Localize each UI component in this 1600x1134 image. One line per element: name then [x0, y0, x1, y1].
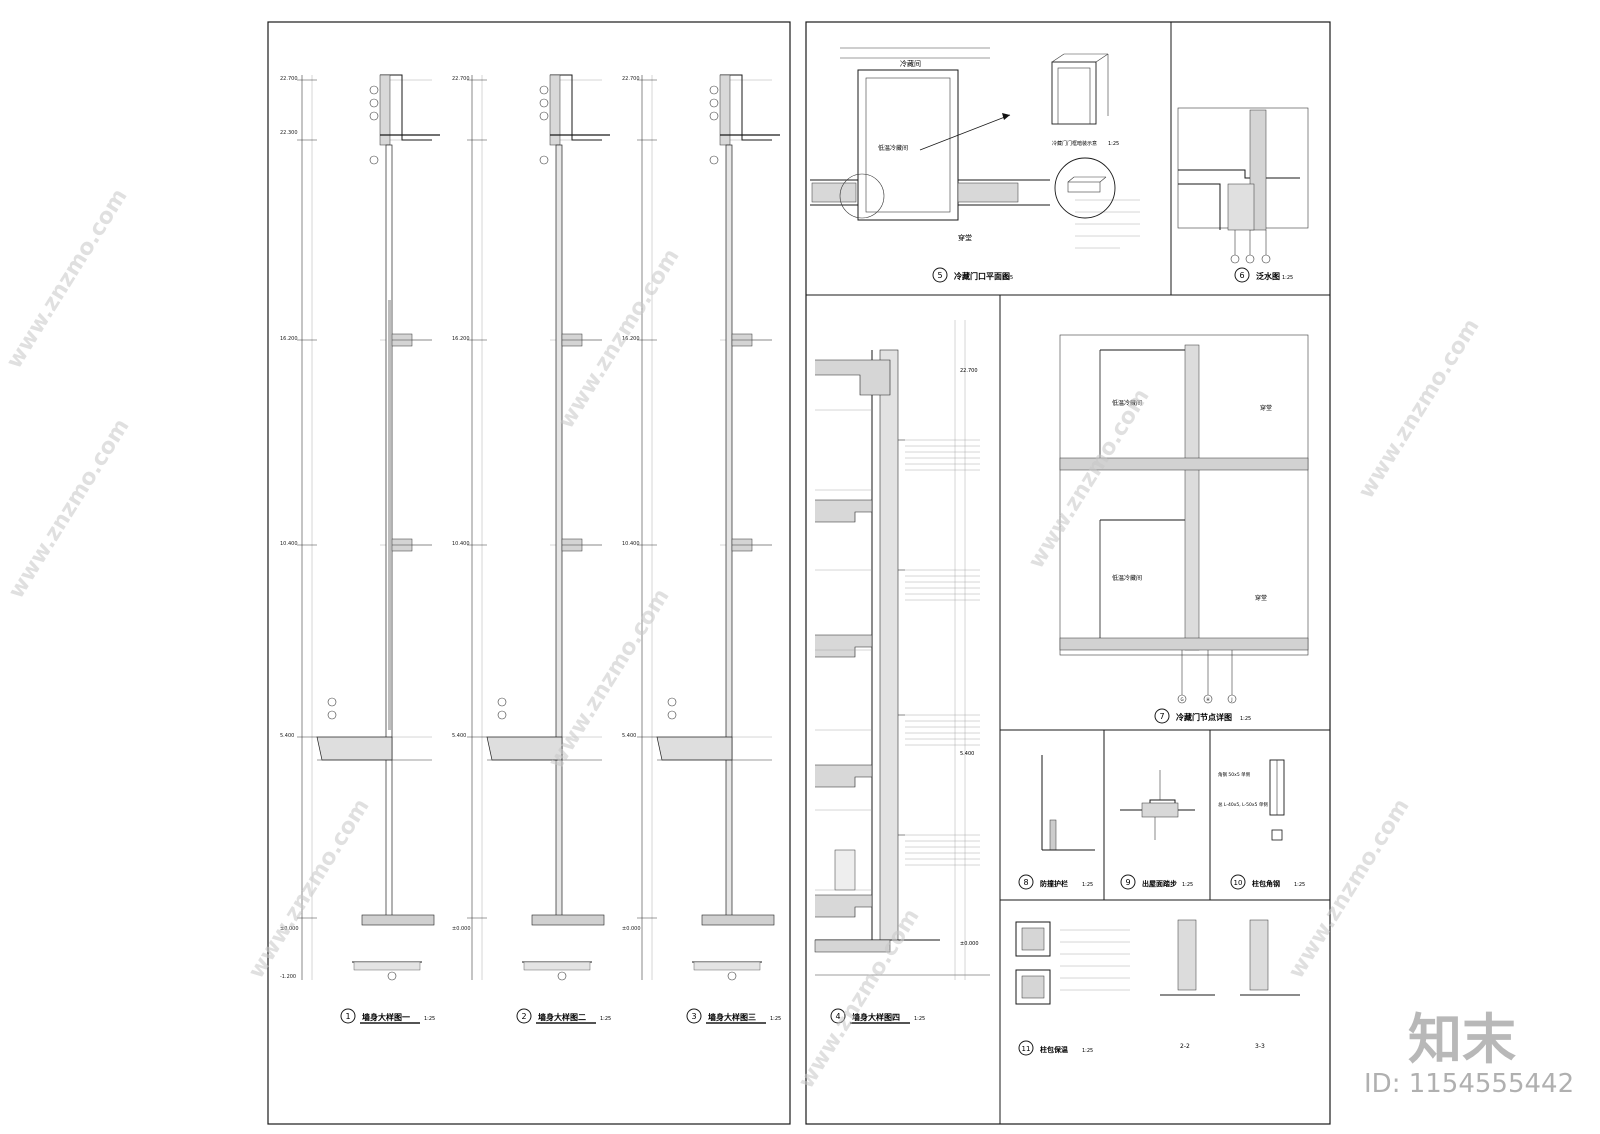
watermark-text: www.znzmo.com [1024, 385, 1155, 574]
svg-text:冷藏门门框暗装示意: 冷藏门门框暗装示意 [1052, 140, 1097, 147]
svg-text:1:25: 1:25 [770, 1016, 781, 1022]
svg-text:柱包保温: 柱包保温 [1040, 1045, 1068, 1054]
svg-text:1:25: 1:25 [1082, 1048, 1093, 1054]
svg-text:±0.000: ±0.000 [960, 941, 979, 947]
svg-text:3: 3 [691, 1012, 696, 1021]
svg-text:1:25: 1:25 [914, 1016, 925, 1022]
detail-9-roof-steps: 9 出屋面踏步 1:25 [1120, 770, 1195, 890]
elev-level3-2: 16.200 [452, 336, 470, 342]
svg-text:柱包角钢: 柱包角钢 [1252, 879, 1280, 888]
elev-level2-3: 10.400 [622, 541, 640, 547]
svg-text:10: 10 [1234, 879, 1243, 887]
svg-text:3-3: 3-3 [1255, 1043, 1265, 1050]
svg-text:泛水图: 泛水图 [1256, 271, 1280, 281]
svg-text:总 L-40x5, L-50x5 单侧: 总 L-40x5, L-50x5 单侧 [1218, 801, 1268, 808]
svg-text:J: J [1230, 697, 1232, 702]
svg-text:G: G [1180, 697, 1183, 702]
svg-text:低温冷藏间: 低温冷藏间 [1112, 574, 1142, 582]
elev-level1: 5.400 [280, 733, 294, 739]
elev-ground-3: ±0.000 [622, 926, 641, 932]
svg-text:11: 11 [1022, 1045, 1031, 1053]
svg-text:冷藏门口平面图: 冷藏门口平面图 [954, 271, 1010, 281]
svg-text:4: 4 [835, 1012, 840, 1021]
elevation-labels: 22.700 22.300 16.200 10.400 5.400 ±0.000… [280, 76, 641, 980]
detail-7-door-node: 低温冷藏间 低温冷藏间 穿堂 穿堂 G H J 7 冷藏门节点详图 1:25 [1059, 334, 1309, 724]
brand-logo: 知末 ID: 1154555442 [1364, 1008, 1574, 1099]
svg-text:1:25: 1:25 [1282, 275, 1293, 281]
detail-4-wall-section: 22.700 5.400 ±0.000 4 墙身大样图四 1:25 [814, 320, 990, 1024]
elev-top-2: 22.700 [452, 76, 470, 82]
detail-8-guardrail: 8 防撞护栏 1:25 [1018, 755, 1095, 890]
svg-text:7: 7 [1159, 712, 1164, 721]
svg-text:22.700: 22.700 [960, 368, 978, 374]
svg-text:1:25: 1:25 [600, 1016, 611, 1022]
detail-title-2: 2 墙身大样图二 1:25 [516, 1008, 611, 1024]
svg-text:5.400: 5.400 [960, 751, 974, 757]
watermark-text: www.znzmo.com [2, 185, 133, 374]
elev-level1-3: 5.400 [622, 733, 636, 739]
corridor-label: 穿堂 [958, 233, 972, 242]
svg-text:1:25: 1:25 [1240, 716, 1251, 722]
logo-text: 知末 [1408, 1008, 1516, 1071]
svg-text:1:25: 1:25 [1294, 882, 1305, 888]
svg-text:6: 6 [1239, 271, 1244, 280]
watermark-text: www.znzmo.com [544, 585, 675, 774]
detail-title-1: 1 墙身大样图一 1:25 [340, 1008, 435, 1024]
watermark-text: www.znzmo.com [4, 415, 135, 604]
detail-11-column-insulation: 2-2 3-3 11 柱包保温 1:25 [1015, 919, 1300, 1056]
svg-text:1: 1 [345, 1012, 350, 1021]
elev-ground: ±0.000 [280, 926, 299, 932]
elev-top-3: 22.700 [622, 76, 640, 82]
svg-text:墙身大样图二: 墙身大样图二 [538, 1012, 586, 1022]
left-frame-border [267, 21, 791, 1125]
detail-6-flashing: 6 泛水图 1:25 [1177, 107, 1309, 283]
right-frame-border [805, 21, 1331, 1125]
id-text: ID: 1154555442 [1364, 1069, 1574, 1099]
svg-text:防撞护栏: 防撞护栏 [1040, 879, 1068, 888]
elev-top: 22.700 [280, 76, 298, 82]
svg-text:墙身大样图三: 墙身大样图三 [708, 1012, 756, 1022]
detail-5-door-plan: 冷藏间 穿堂 低温冷藏间 冷藏门门框暗装示意 1:25 5 冷藏门口平面图 1:… [810, 47, 1140, 283]
elev-ground-2: ±0.000 [452, 926, 471, 932]
svg-text:1:25: 1:25 [1082, 882, 1093, 888]
svg-text:低温冷藏间: 低温冷藏间 [1112, 399, 1142, 407]
watermark-text: www.znzmo.com [1354, 315, 1485, 504]
svg-text:1:25: 1:25 [424, 1016, 435, 1022]
svg-text:2-2: 2-2 [1180, 1043, 1190, 1050]
watermark-text: www.znzmo.com [244, 795, 375, 984]
detail-10-column-angle: 角钢 50x5 单侧 总 L-40x5, L-50x5 单侧 10 柱包角钢 1… [1218, 759, 1305, 890]
svg-text:墙身大样图一: 墙身大样图一 [362, 1012, 410, 1022]
wall-sections-group [297, 74, 780, 981]
svg-text:低温冷藏间: 低温冷藏间 [878, 144, 908, 152]
watermark-text: www.znzmo.com [794, 905, 925, 1094]
elev-level3-3: 16.200 [622, 336, 640, 342]
svg-text:穿堂: 穿堂 [1260, 404, 1272, 412]
elev-base: -1.200 [280, 974, 296, 980]
detail-title-3: 3 墙身大样图三 1:25 [686, 1008, 781, 1024]
svg-text:1:25: 1:25 [1002, 275, 1013, 281]
cold-room-label: 冷藏间 [900, 59, 921, 68]
svg-text:5: 5 [937, 271, 942, 280]
svg-text:9: 9 [1125, 878, 1130, 887]
watermark-text: www.znzmo.com [1284, 795, 1415, 984]
svg-text:冷藏门节点详图: 冷藏门节点详图 [1176, 712, 1232, 722]
elev-roof: 22.300 [280, 130, 298, 136]
svg-text:1:25: 1:25 [1182, 882, 1193, 888]
elev-level3: 16.200 [280, 336, 298, 342]
elev-level1-2: 5.400 [452, 733, 466, 739]
svg-text:8: 8 [1023, 878, 1028, 887]
svg-text:角钢 50x5 单侧: 角钢 50x5 单侧 [1218, 771, 1251, 778]
svg-text:穿堂: 穿堂 [1255, 594, 1267, 602]
elev-level2: 10.400 [280, 541, 298, 547]
elev-level2-2: 10.400 [452, 541, 470, 547]
svg-text:2: 2 [521, 1012, 526, 1021]
svg-text:墙身大样图四: 墙身大样图四 [852, 1012, 900, 1022]
svg-text:出屋面踏步: 出屋面踏步 [1142, 879, 1177, 888]
svg-text:H: H [1206, 697, 1209, 702]
svg-text:1:25: 1:25 [1108, 141, 1119, 147]
